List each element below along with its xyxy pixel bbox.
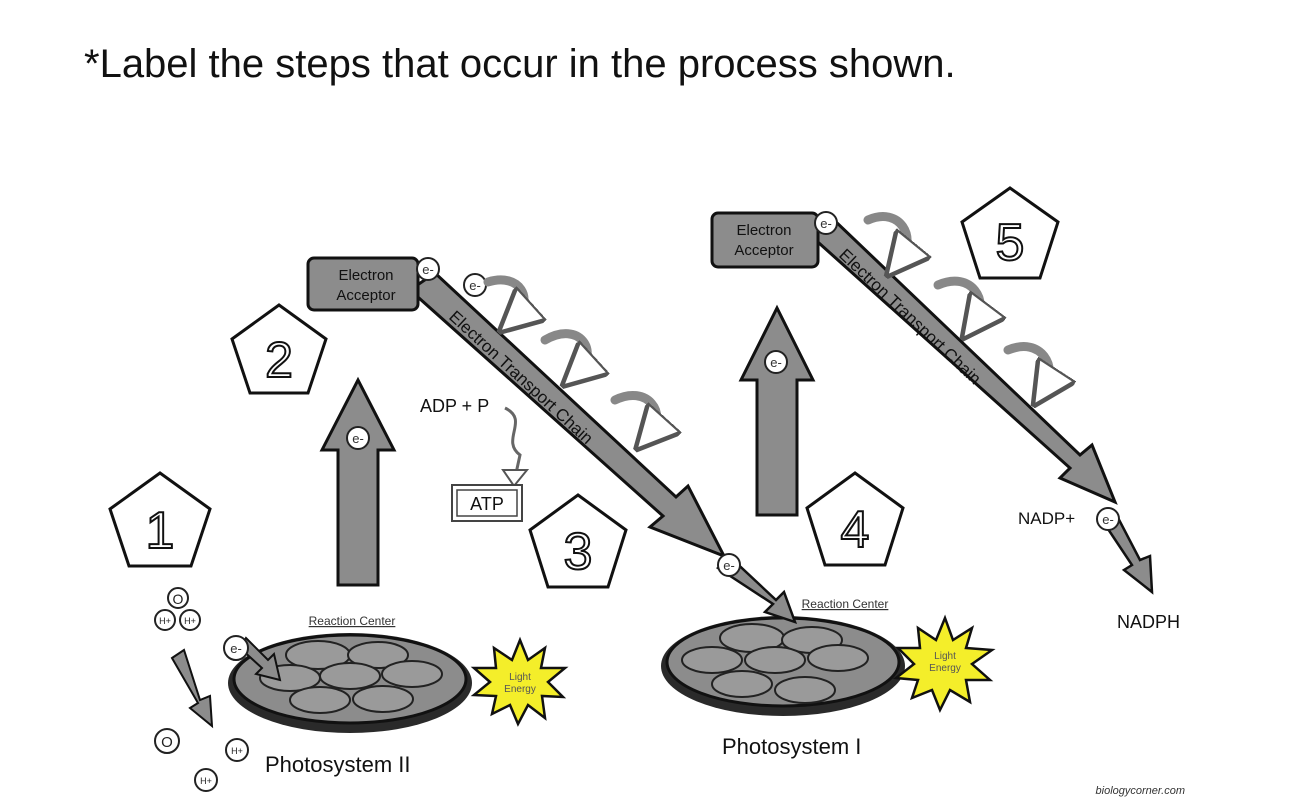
electron-up-arrow-left: e-	[319, 376, 397, 587]
photosystem-ii-disc	[228, 633, 472, 733]
hydrogen-label: H+	[231, 746, 243, 756]
step-number: 4	[841, 501, 870, 559]
acceptor-label-line1: Electron	[736, 222, 791, 239]
electron-label: e-	[422, 262, 434, 277]
water-split-arrow	[170, 648, 214, 729]
etc-label: Electron Transport Chain	[445, 307, 596, 448]
electron-label: e-	[469, 278, 481, 293]
nadp-label: NADP+	[1018, 509, 1075, 528]
step-number: 3	[564, 523, 593, 581]
light-label-line1: Light	[934, 651, 956, 662]
hydrogen-label: H+	[184, 616, 196, 626]
hydrogen-label: H+	[200, 776, 212, 786]
electron-into-ps2-arrow: e-	[223, 635, 282, 682]
photosystem-ii-label: Photosystem II	[265, 752, 411, 777]
electron-label: e-	[1102, 512, 1114, 527]
hydrogen-label: H+	[159, 616, 171, 626]
step-5-pentagon: 5	[960, 186, 1060, 280]
page-title: *Label the steps that occur in the proce…	[84, 42, 956, 86]
water-molecule: O H+ H+	[154, 587, 201, 631]
step-2-pentagon: 2	[230, 303, 328, 395]
photosystem-i-label: Photosystem I	[722, 734, 861, 759]
photosystem-i-disc	[661, 616, 905, 716]
step-number: 2	[265, 332, 293, 388]
reaction-center-label-left: Reaction Center	[309, 614, 396, 628]
adp-p-label: ADP + P	[420, 396, 489, 416]
electron-label: e-	[770, 355, 782, 370]
nadph-label: NADPH	[1117, 612, 1180, 632]
atp-synthesis-arrowhead	[501, 469, 530, 488]
etc-label: Electron Transport Chain	[835, 245, 984, 388]
electron-acceptor-right: Electron Acceptor e-	[710, 211, 838, 269]
split-products: O H+ H+	[154, 728, 249, 792]
nadp-arrow: e-	[1096, 507, 1154, 595]
electron-transport-chain-right: Electron Transport Chain	[807, 218, 1118, 505]
electron-acceptor-left: Electron Acceptor e-	[306, 256, 440, 312]
light-energy-burst-right: Light Energy	[892, 614, 996, 714]
atp-box: ATP	[451, 484, 523, 522]
acceptor-label-line1: Electron	[338, 267, 393, 284]
atp-label: ATP	[470, 494, 504, 514]
light-label-line1: Light	[509, 672, 531, 683]
atp-synthesis-arrow	[504, 406, 522, 479]
step-1-pentagon: 1	[108, 471, 212, 568]
oxygen-label: O	[161, 734, 173, 751]
electron-label: e-	[723, 558, 735, 573]
acceptor-label-line2: Acceptor	[336, 287, 395, 304]
light-label-line2: Energy	[929, 663, 961, 674]
source-credit: biologycorner.com	[1096, 785, 1185, 797]
reaction-center-label-right: Reaction Center	[802, 597, 889, 611]
step-number: 5	[996, 214, 1025, 272]
step-4-pentagon: 4	[805, 471, 905, 567]
energy-release-arrows	[483, 212, 1050, 434]
step-number: 1	[146, 502, 175, 560]
light-label-line2: Energy	[504, 684, 536, 695]
step-3-pentagon: 3	[528, 493, 628, 589]
electron-label: e-	[352, 431, 364, 446]
electron-into-ps1-arrow: e-	[715, 553, 798, 625]
electron-label: e-	[820, 216, 832, 231]
electron-up-arrow-right: e-	[738, 304, 816, 517]
oxygen-label: O	[173, 591, 184, 607]
electron-label: e-	[230, 641, 242, 656]
light-energy-burst-left: Light Energy	[470, 636, 569, 727]
acceptor-label-line2: Acceptor	[734, 242, 793, 259]
